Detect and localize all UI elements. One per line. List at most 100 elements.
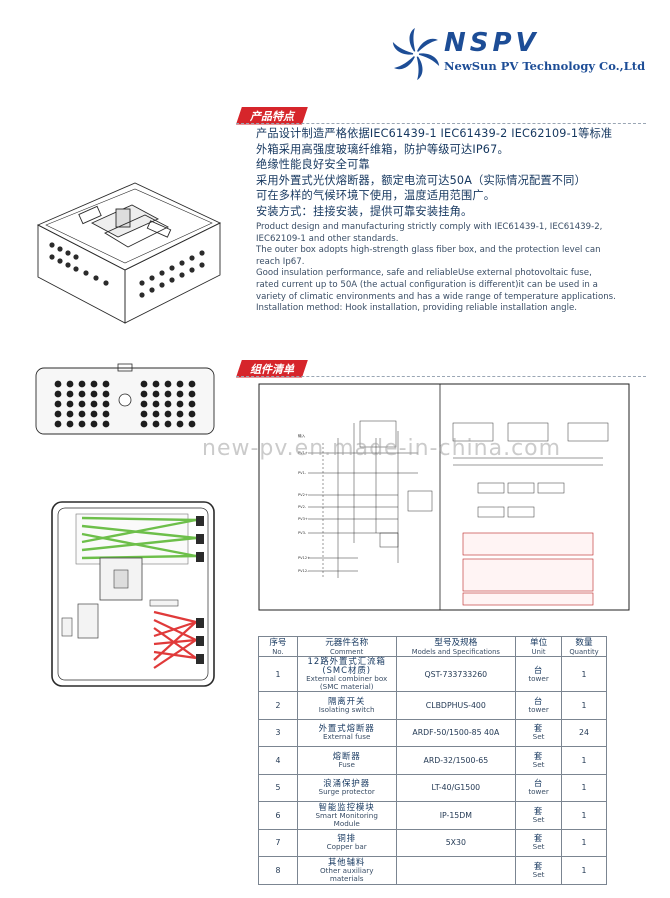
unit-en: tower [528, 787, 549, 797]
cable-gland-hole [164, 420, 172, 428]
cable-gland-hole [78, 410, 86, 418]
feature-cn-line: 安装方式：挂接安装，提供可靠安装挂角。 [256, 204, 473, 218]
unit-en: Set [532, 842, 545, 852]
cable-gland-hole [188, 380, 196, 388]
features-cn: 产品设计制造严格依据IEC61439-1 IEC61439-2 IEC62109… [256, 126, 656, 219]
cable-gland-hole [152, 420, 160, 428]
component-name-en: Copper bar [326, 842, 367, 852]
cable-gland-hole [102, 390, 110, 398]
row-number-cell: 1 [258, 656, 298, 692]
pinwheel-logo-icon [392, 28, 440, 80]
quantity-cell: 1 [561, 746, 607, 775]
cable-gland-hole [140, 400, 148, 408]
combiner-box-bottom-view-drawing [35, 363, 215, 435]
cable-gland-hole [176, 390, 184, 398]
svg-text:输入: 输入 [298, 433, 306, 438]
cable-gland-hole [66, 390, 74, 398]
unit-cn: 台 [533, 778, 544, 789]
feature-en-line: variety of climatic environments and has… [256, 291, 616, 302]
column-header-cn: 序号 [269, 637, 287, 648]
component-name-en: Fuse [338, 759, 355, 769]
component-name-cell: 12路外置式汇流箱 (SMC材质)External combiner box (… [296, 656, 397, 692]
quantity-cell: 1 [561, 773, 607, 802]
watermark-text: new-pv.en.made-in-china.com [202, 436, 562, 461]
svg-text:PV2+: PV2+ [298, 493, 308, 497]
cable-gland-hole [66, 380, 74, 388]
row-number-cell: 2 [258, 691, 298, 720]
svg-text:PV12-: PV12- [298, 569, 309, 573]
quantity-cell: 1 [561, 656, 607, 692]
brand-name: NSPV [444, 28, 540, 58]
cable-gland-hole [152, 390, 160, 398]
cable-gland-hole [90, 380, 98, 388]
feature-en-line: The outer box adopts high-strength glass… [256, 245, 601, 256]
feature-cn-line: 采用外置式光伏熔断器，额定电流可达50A（实际情况配置不同） [256, 173, 586, 187]
quantity-cell: 24 [561, 718, 607, 747]
component-name-en: External combiner box (SMC material) [306, 674, 388, 691]
cable-gland-hole [102, 400, 110, 408]
cable-gland-hole [176, 420, 184, 428]
component-name-en: Surge protector [318, 787, 375, 797]
cable-gland-hole [140, 410, 148, 418]
unit-cn: 台 [533, 695, 544, 706]
unit-en: Set [532, 732, 545, 742]
unit-en: Set [532, 869, 545, 879]
red-wire [153, 621, 197, 661]
cable-gland-hole [188, 390, 196, 398]
unit-cn: 套 [533, 750, 544, 761]
column-header-en: Comment [330, 647, 364, 656]
cable-gland-hole [78, 400, 86, 408]
model-spec-cell: LT-40/G1500 [395, 773, 517, 802]
svg-text:PV3-: PV3- [298, 531, 307, 535]
green-wire [81, 536, 197, 552]
feature-en-line: reach Ip67. [256, 256, 305, 267]
column-header-cn: 元器件名称 [325, 637, 369, 648]
feature-cn-line: 可在多样的气候环境下使用，温度适用范围广。 [256, 189, 496, 202]
column-header-en: Unit [531, 647, 546, 656]
quantity-cell: 1 [561, 856, 607, 885]
feature-en-line: IEC62109-1 and other standards. [256, 233, 399, 244]
cable-gland-hole [188, 410, 196, 418]
unit-cn: 套 [533, 723, 544, 734]
column-header-cn: 数量 [575, 637, 593, 648]
cable-gland-hole [176, 400, 184, 408]
model-spec-cell: IP-15DM [395, 801, 517, 830]
cable-gland-hole [176, 380, 184, 388]
component-name-cn: 浪涌保护器 [323, 778, 371, 789]
row-number-cell: 7 [258, 828, 298, 857]
combiner-box-isometric-drawing [36, 182, 222, 324]
feature-en-line: rated current up to 50A (the actual conf… [256, 279, 598, 290]
cable-gland-hole [164, 410, 172, 418]
cable-gland-hole [90, 400, 98, 408]
cable-gland-hole [140, 420, 148, 428]
components-heading: 组件清单 [236, 360, 646, 377]
unit-cn: 套 [533, 833, 544, 844]
cable-gland-hole [90, 420, 98, 428]
cable-gland-hole [54, 400, 62, 408]
components-title: 组件清单 [236, 360, 308, 378]
cable-gland-hole [152, 400, 160, 408]
cable-gland-hole [102, 420, 110, 428]
component-name-cn: 智能监控模块 [318, 801, 375, 812]
cable-gland-hole [54, 390, 62, 398]
svg-text:PV2-: PV2- [298, 505, 307, 509]
column-header-en: Quantity [569, 647, 599, 656]
unit-en: Set [532, 814, 545, 824]
component-name-en: Other auxiliary materials [319, 865, 374, 883]
heading-divider [236, 376, 646, 377]
